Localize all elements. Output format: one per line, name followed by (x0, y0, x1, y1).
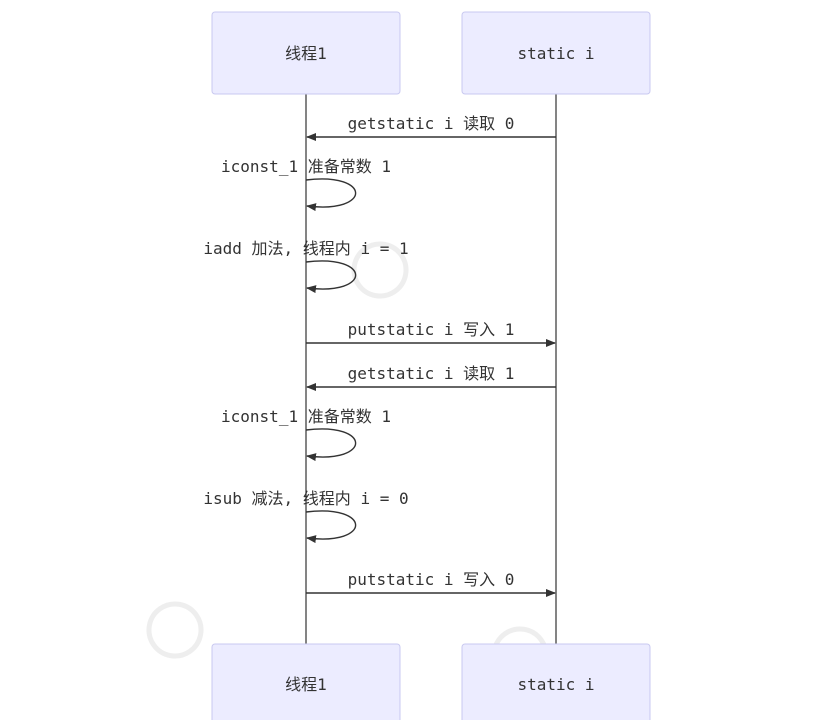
actor-bottom-static-i: static i (461, 643, 651, 720)
message-label-8: putstatic i 写入 0 (348, 570, 515, 589)
message-label-6: iconst_1 准备常数 1 (221, 407, 391, 426)
message-label-4: putstatic i 写入 1 (348, 320, 515, 339)
actor-bottom-thread1-label: 线程1 (285, 675, 327, 694)
message-label-5: getstatic i 读取 1 (348, 364, 515, 383)
message-label-7: isub 减法, 线程内 i = 0 (203, 489, 408, 508)
actor-top-static-i-label: static i (517, 44, 594, 63)
actor-top-static-i: static i (461, 11, 651, 95)
message-label-3: iadd 加法, 线程内 i = 1 (203, 239, 408, 258)
message-label-2: iconst_1 准备常数 1 (221, 157, 391, 176)
actor-top-thread1: 线程1 (211, 11, 401, 95)
actor-bottom-static-i-label: static i (517, 675, 594, 694)
watermark (146, 241, 549, 684)
actor-bottom-thread1: 线程1 (211, 643, 401, 720)
message-self-loop-3 (305, 260, 357, 294)
message-self-loop-6 (305, 428, 357, 462)
actor-top-thread1-label: 线程1 (285, 44, 327, 63)
message-self-loop-2 (305, 178, 357, 212)
message-label-1: getstatic i 读取 0 (348, 114, 515, 133)
message-self-loop-7 (305, 510, 357, 544)
